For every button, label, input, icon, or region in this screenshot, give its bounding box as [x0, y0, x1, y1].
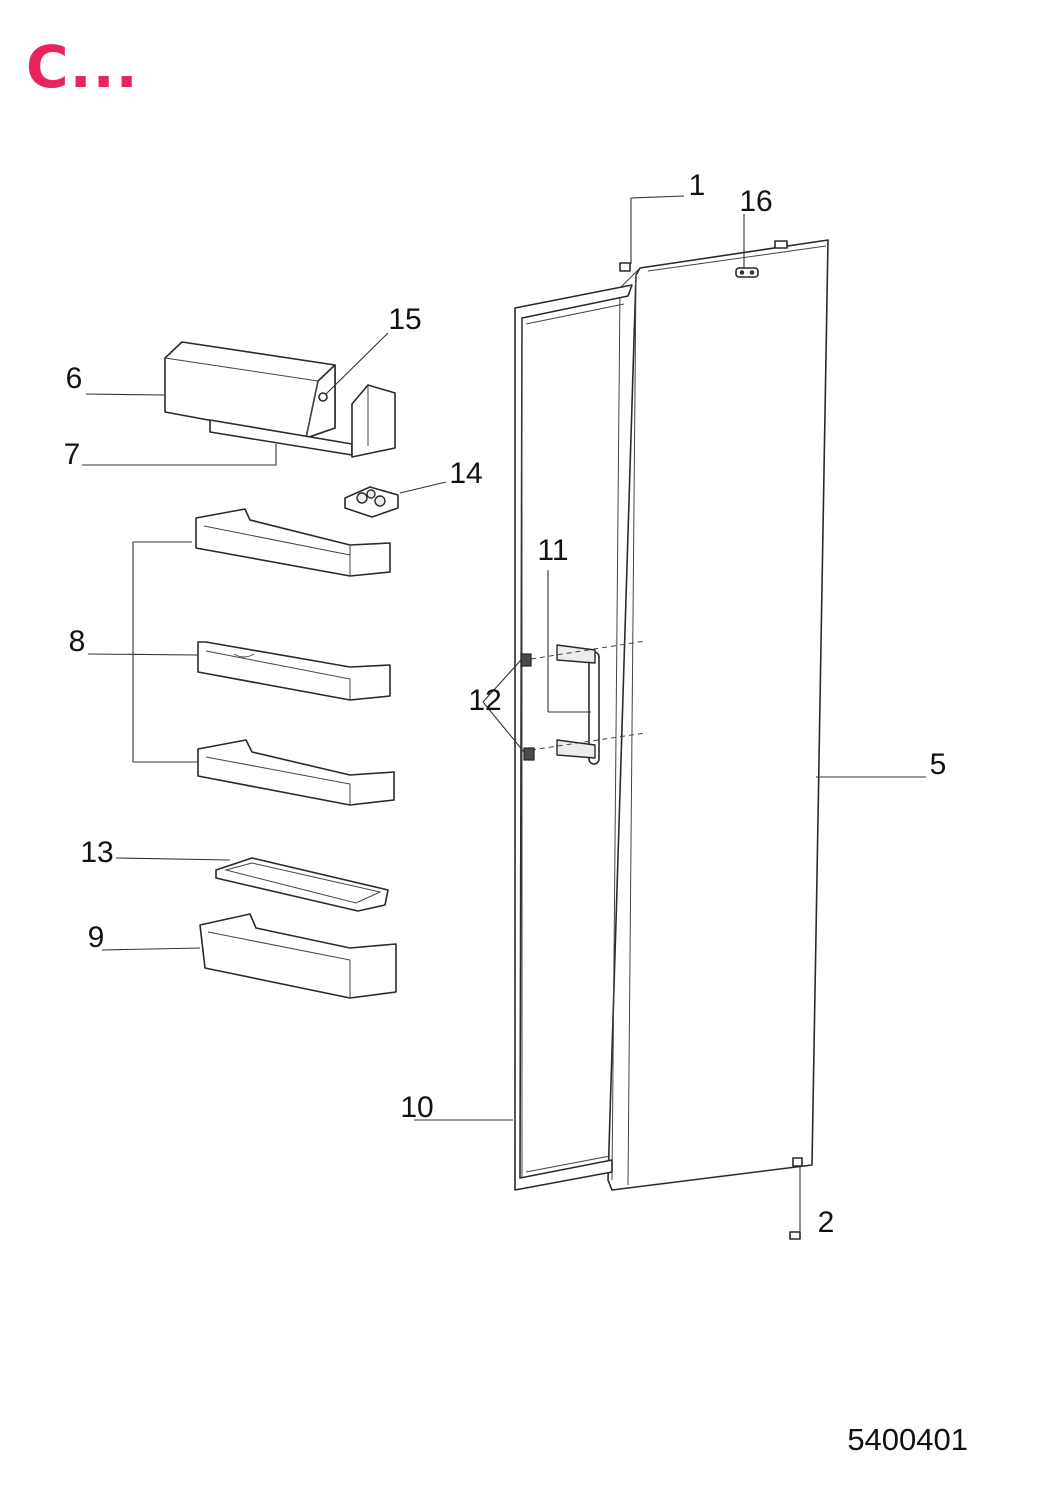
callout-8: 8 [68, 625, 86, 658]
callout-14: 14 [449, 457, 483, 490]
callout-10: 10 [400, 1091, 434, 1124]
door-balcony-bottom [197, 739, 395, 806]
callout-12: 12 [468, 684, 502, 717]
door-outer-panel [607, 239, 829, 1191]
logo-plate [735, 267, 759, 278]
callout-2: 2 [817, 1206, 835, 1239]
handle-cap-upper [520, 653, 532, 667]
door-handle [530, 640, 646, 765]
egg-tray [344, 486, 399, 518]
upper-hinge-bush [619, 262, 631, 272]
callout-9: 9 [87, 921, 105, 954]
balcony-divider [215, 857, 389, 912]
door-liner [514, 284, 633, 1191]
callout-15: 15 [388, 303, 422, 336]
lower-hinge-bush [789, 1231, 801, 1240]
door-bottle-balcony [199, 913, 397, 999]
callout-7: 7 [63, 438, 81, 471]
callout-5: 5 [929, 748, 947, 781]
callout-11: 11 [537, 534, 569, 567]
leader-lines [82, 195, 926, 1232]
drawing-number: 5400401 [847, 1422, 968, 1457]
page-title: C... [26, 33, 139, 101]
dispenser-housing [164, 341, 396, 458]
callout-1: 1 [688, 169, 706, 202]
door-balcony-top [195, 508, 391, 577]
door-balcony-middle [197, 641, 391, 701]
callout-16: 16 [739, 185, 773, 218]
callout-13: 13 [80, 836, 114, 869]
callout-6: 6 [65, 362, 83, 395]
handle-cap-lower [523, 747, 535, 761]
